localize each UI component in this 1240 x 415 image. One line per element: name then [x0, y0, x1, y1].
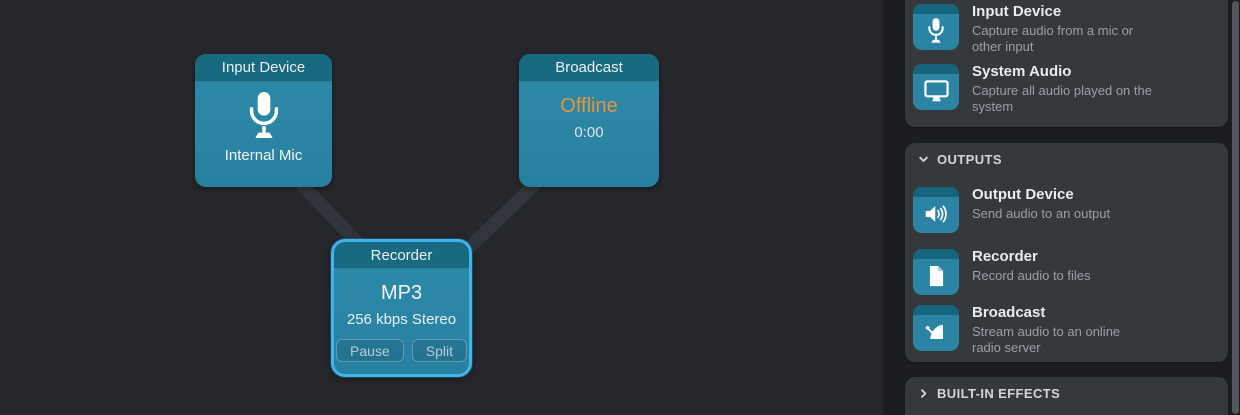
sidebar-panel-inputs: Input Device Capture audio from a mic or…: [905, 0, 1228, 127]
library-item-title: Broadcast: [972, 304, 1046, 321]
pause-button[interactable]: Pause: [336, 339, 404, 362]
library-item-description: Send audio to an output: [972, 206, 1111, 221]
component-library-sidebar: Input Device Capture audio from a mic or…: [883, 0, 1240, 415]
microphone-icon: [249, 92, 278, 139]
input-device-selection: Internal Mic: [224, 147, 303, 164]
split-button[interactable]: Split: [411, 339, 467, 362]
broadcast-node-title: Broadcast: [519, 54, 659, 82]
chevron-right-icon: [921, 389, 927, 398]
library-item-recorder[interactable]: Recorder Record audio to files: [913, 247, 1218, 295]
document-icon: [913, 249, 959, 295]
broadcast-status: Offline: [560, 95, 618, 117]
broadcast-node[interactable]: Broadcast Offline 0:00: [519, 54, 659, 187]
library-item-description: Record audio to files: [972, 268, 1091, 283]
library-item-title: System Audio: [972, 63, 1072, 80]
display-icon: [913, 64, 959, 110]
library-item-broadcast[interactable]: Broadcast Stream audio to an online radi…: [913, 303, 1218, 356]
library-item-description: Capture audio from a mic or other input: [972, 23, 1134, 54]
library-item-title: Input Device: [972, 3, 1062, 20]
satellite-dish-icon: [913, 305, 959, 351]
library-item-input-device[interactable]: Input Device Capture audio from a mic or…: [913, 2, 1218, 55]
recorder-node[interactable]: Recorder MP3 256 kbps Stereo Pause Split: [331, 239, 472, 377]
outputs-section-header[interactable]: OUTPUTS: [918, 152, 1002, 167]
built-in-effects-section-label: BUILT-IN EFFECTS: [937, 386, 1061, 401]
sidebar-panel-built-in-effects: BUILT-IN EFFECTS: [905, 377, 1228, 415]
chevron-down-icon: [919, 156, 928, 162]
library-item-output-device[interactable]: Output Device Send audio to an output: [913, 185, 1218, 233]
library-item-description: Capture all audio played on the system: [972, 83, 1152, 114]
library-item-title: Recorder: [972, 248, 1038, 265]
input-device-node-body: Internal Mic: [195, 82, 332, 187]
library-item-system-audio[interactable]: System Audio Capture all audio played on…: [913, 62, 1218, 115]
recorder-button-row: Pause Split: [336, 339, 467, 362]
microphone-icon: [913, 4, 959, 50]
outputs-section-label: OUTPUTS: [937, 152, 1002, 167]
speaker-icon: [913, 187, 959, 233]
recorder-node-title: Recorder: [334, 242, 469, 269]
sidebar-panel-outputs: OUTPUTS Output Device Send audio to an o…: [905, 143, 1228, 362]
broadcast-node-body: Offline 0:00: [519, 82, 659, 187]
built-in-effects-section-header[interactable]: BUILT-IN EFFECTS: [918, 386, 1060, 401]
input-device-node[interactable]: Input Device Internal Mic: [195, 54, 332, 187]
pipeline-canvas: Input Device Internal Mic Broadcast Offl…: [195, 54, 659, 377]
input-device-node-title: Input Device: [195, 54, 332, 82]
broadcast-timer: 0:00: [574, 124, 604, 141]
recorder-settings: 256 kbps Stereo: [346, 311, 457, 328]
recorder-node-body: MP3 256 kbps Stereo Pause Split: [334, 269, 469, 374]
recorder-format: MP3: [380, 282, 423, 304]
library-item-title: Output Device: [972, 186, 1074, 203]
library-item-description: Stream audio to an online radio server: [972, 324, 1121, 355]
sidebar-scrollbar[interactable]: [1232, 1, 1239, 414]
